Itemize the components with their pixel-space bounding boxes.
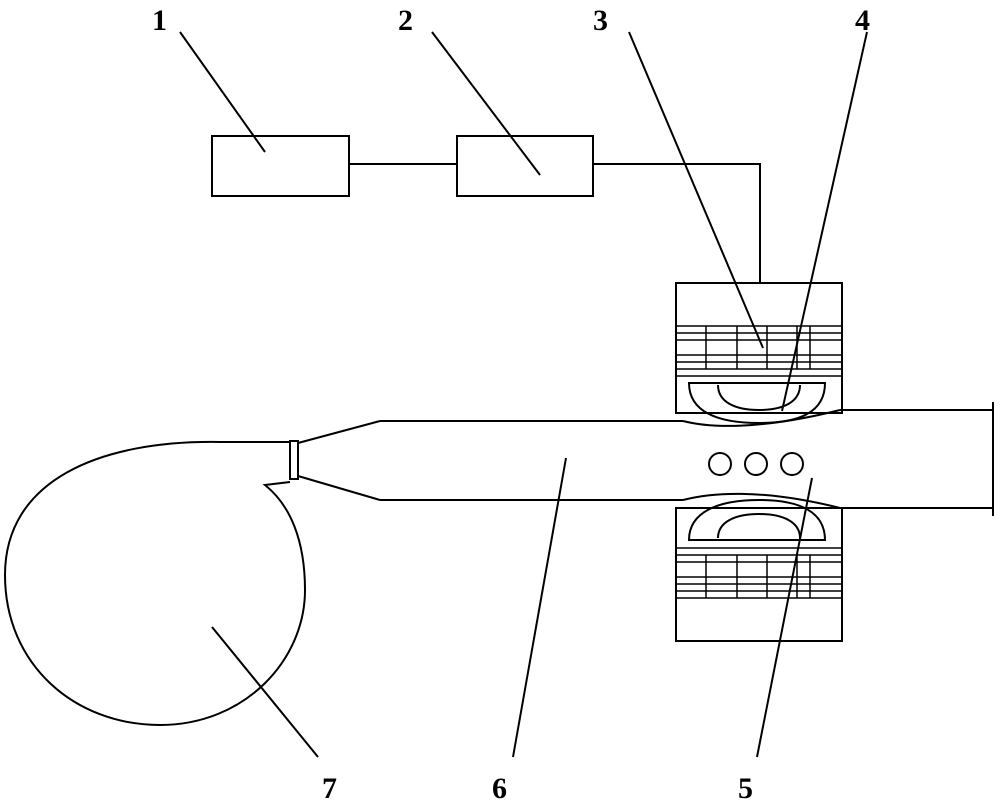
upper-pole-piece — [687, 382, 827, 425]
leader-6 — [512, 457, 567, 758]
lower-pipe-constriction — [682, 492, 841, 509]
particle-3 — [780, 452, 804, 476]
label-7: 7 — [322, 772, 337, 805]
particle-1 — [708, 452, 732, 476]
blower-housing — [3, 440, 307, 727]
pipe-inlet-flange — [289, 440, 299, 480]
particle-2 — [744, 452, 768, 476]
upper-pipe-constriction — [682, 409, 841, 427]
lower-pole-piece — [687, 498, 827, 541]
component-2-box — [456, 135, 594, 197]
pipe — [289, 402, 994, 516]
label-4: 4 — [855, 4, 870, 37]
label-6: 6 — [492, 772, 507, 805]
component-1-box — [211, 135, 350, 197]
leader-3 — [628, 31, 764, 349]
leader-4 — [781, 31, 868, 412]
label-5: 5 — [738, 772, 753, 805]
leader-7 — [211, 626, 319, 758]
lower-magnet-assembly — [675, 498, 843, 642]
label-1: 1 — [152, 4, 167, 37]
upper-magnet-assembly — [675, 282, 843, 425]
label-2: 2 — [398, 4, 413, 37]
leader-2 — [431, 31, 541, 176]
wire-2-to-coil — [593, 163, 761, 283]
lower-housing — [675, 507, 843, 642]
upper-housing — [675, 282, 843, 414]
label-3: 3 — [593, 4, 608, 37]
leader-1 — [179, 31, 266, 153]
leader-5 — [756, 477, 813, 758]
